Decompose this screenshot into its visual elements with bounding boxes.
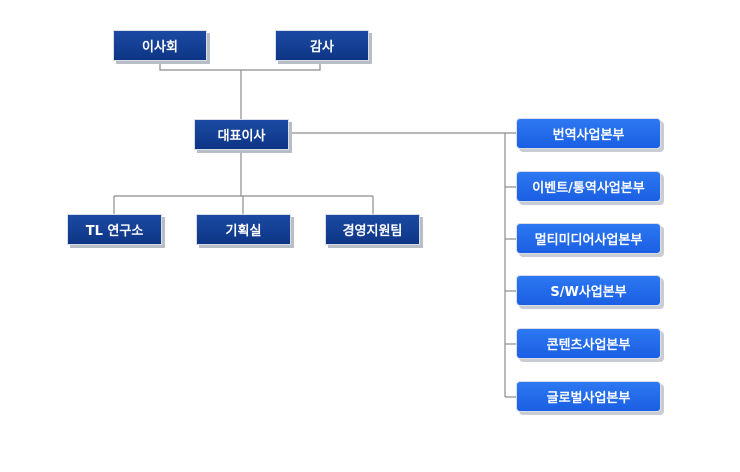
division-software-box: S/W사업본부 xyxy=(516,275,661,306)
division-event-interpretation-box: 이벤트/통역사업본부 xyxy=(516,171,661,202)
division-multimedia-box: 멀티미디어사업본부 xyxy=(516,223,661,254)
ceo-box: 대표이사 xyxy=(194,119,289,150)
division-contents-box: 콘텐츠사업본부 xyxy=(516,328,661,359)
division-translation-box: 번역사업본부 xyxy=(516,118,661,149)
board-box: 이사회 xyxy=(113,30,207,61)
audit-box: 감사 xyxy=(275,30,369,61)
tl-lab-box: TL 연구소 xyxy=(67,214,162,245)
division-global-box: 글로벌사업본부 xyxy=(516,381,661,412)
planning-office-box: 기획실 xyxy=(196,214,291,245)
management-support-box: 경영지원팀 xyxy=(325,214,420,245)
